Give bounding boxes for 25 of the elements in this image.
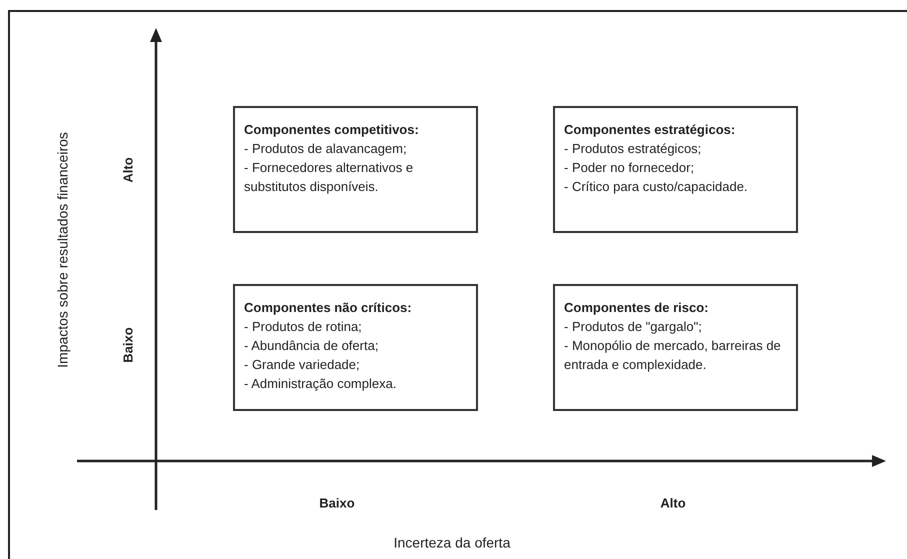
axis-tick-label: Baixo: [319, 494, 355, 512]
bullet-item: - Grande variedade;: [244, 356, 361, 374]
box-heading: Componentes competitivos:: [244, 121, 420, 139]
bullet-item: - Produtos de "gargalo";: [564, 318, 703, 336]
bullet-item: - Poder no fornecedor;: [564, 159, 696, 177]
bullet-item: - Administração complexa.: [244, 375, 398, 393]
axis-tick-label: Alto: [119, 157, 136, 183]
box-heading: Componentes estratégicos:: [564, 121, 736, 139]
bullet-item: - Crítico para custo/capacidade.: [564, 178, 749, 196]
bullet-item: - Fornecedores alternativos e substitutos disponíveis.: [244, 159, 414, 196]
bullet-item: - Produtos de alavancagem;: [244, 140, 408, 158]
box-heading: Componentes não críticos:: [244, 299, 413, 317]
axis-title: Incerteza da oferta: [394, 534, 510, 552]
quadrant-box: [553, 284, 798, 411]
quadrant-box: [233, 284, 478, 411]
quadrant-box: [553, 106, 798, 233]
bullet-item: - Abundância de oferta;: [244, 337, 380, 355]
axis-tick-label: Baixo: [119, 327, 136, 363]
bullet-item: - Produtos estratégicos;: [564, 140, 702, 158]
quadrant-box: [233, 106, 478, 233]
axis-title: Impactos sobre resultados financeiros: [54, 132, 72, 368]
bullet-item: - Monopólio de mercado, barreiras de entrada e complexidade.: [564, 337, 782, 374]
bullet-item: - Produtos de rotina;: [244, 318, 363, 336]
box-heading: Componentes de risco:: [564, 299, 710, 317]
axis-tick-label: Alto: [660, 494, 686, 512]
